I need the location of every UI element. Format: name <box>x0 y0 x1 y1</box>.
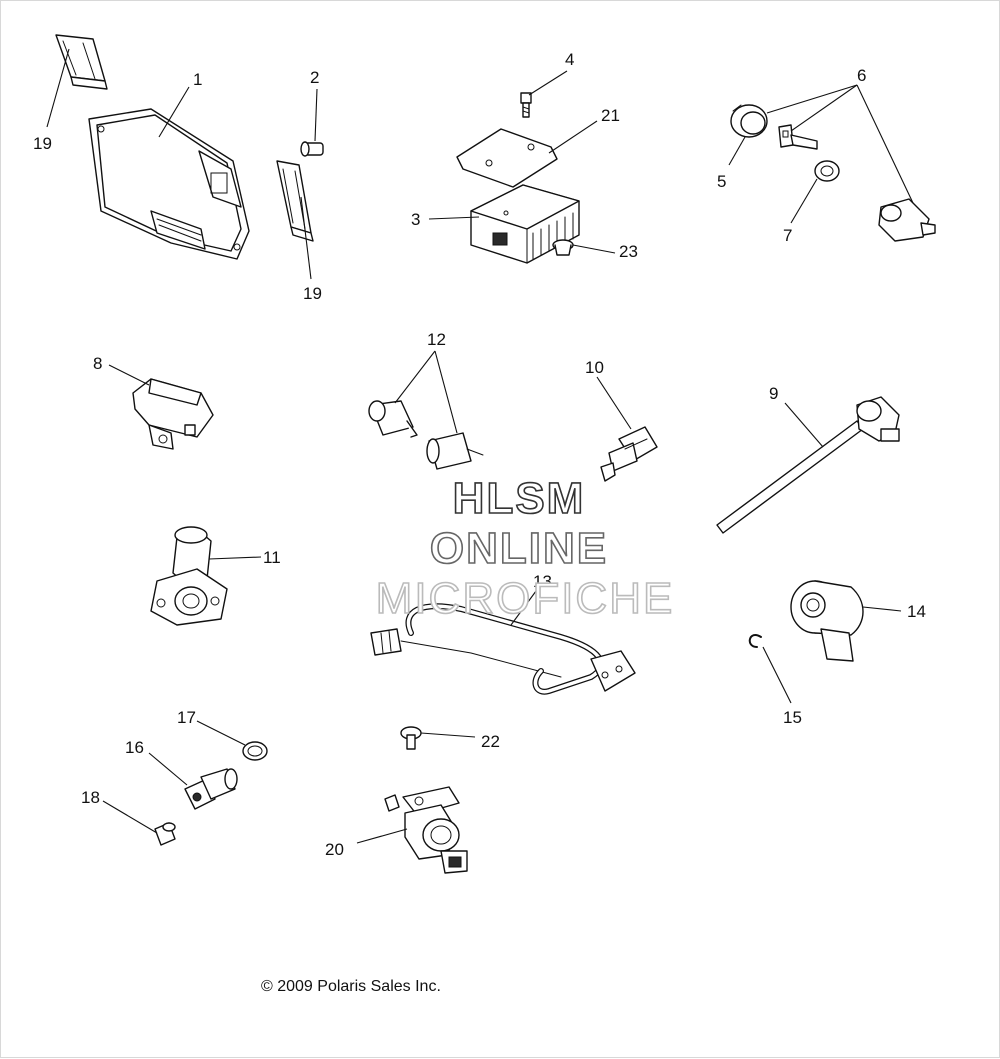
callout-4: 4 <box>565 50 574 69</box>
part-15-retaining-clip <box>748 634 762 648</box>
callout-2: 2 <box>310 68 319 87</box>
part-19-bracket-left <box>55 34 108 90</box>
part-19-bracket-right <box>276 160 314 242</box>
callout-5: 5 <box>717 172 726 191</box>
callout-18: 18 <box>81 788 100 807</box>
part-16-sensor <box>184 768 238 810</box>
part-2-pin <box>300 141 324 157</box>
part-6-sensor-body <box>878 198 936 242</box>
callout-20: 20 <box>325 840 344 859</box>
part-3-control-module <box>470 184 580 264</box>
part-6-clip <box>778 124 818 150</box>
part-22-screw <box>400 726 422 750</box>
callout-22: 22 <box>481 732 500 751</box>
part-21-cover-plate <box>456 128 558 188</box>
watermark-line-3: MICROFICHE <box>376 574 675 623</box>
copyright-notice: © 2009 Polaris Sales Inc. <box>261 978 441 995</box>
part-8-map-sensor <box>132 378 214 450</box>
callout-19-lower: 19 <box>303 284 322 303</box>
callout-1: 1 <box>193 70 202 89</box>
part-9-o2-sensor <box>716 396 900 534</box>
part-13-wire-harness <box>370 603 636 695</box>
part-10-temperature-sensor <box>600 426 658 482</box>
callout-9: 9 <box>769 384 778 403</box>
part-5-sensor-cap <box>730 104 768 138</box>
callout-labels: 1 2 19 19 4 21 3 23 6 5 7 8 12 10 9 11 1… <box>33 50 926 859</box>
part-18-bolt <box>154 822 176 846</box>
part-12-fuse-b <box>426 432 484 470</box>
callout-10: 10 <box>585 358 604 377</box>
part-23-grommet <box>552 239 574 256</box>
callout-8: 8 <box>93 354 102 373</box>
callout-15: 15 <box>783 708 802 727</box>
callout-7: 7 <box>783 226 792 245</box>
callout-3: 3 <box>411 210 420 229</box>
callout-6: 6 <box>857 66 866 85</box>
part-1-ecu-module <box>88 108 250 260</box>
callout-13: 13 <box>533 572 552 591</box>
part-4-screw <box>520 92 532 118</box>
callout-23: 23 <box>619 242 638 261</box>
part-12-fuse-a <box>368 400 418 438</box>
callout-14: 14 <box>907 602 926 621</box>
callout-19-upper: 19 <box>33 134 52 153</box>
callout-12: 12 <box>427 330 446 349</box>
watermark: HLSM ONLINE MICROFICHE <box>375 473 675 624</box>
watermark-line-2: ONLINE <box>430 524 608 573</box>
callout-11: 11 <box>263 548 281 567</box>
callout-17: 17 <box>177 708 196 727</box>
leader-lines <box>46 48 914 844</box>
part-20-valve-assembly <box>384 786 468 874</box>
part-7-washer <box>814 160 840 182</box>
callout-21: 21 <box>601 106 620 125</box>
part-14-knock-sensor <box>790 580 864 662</box>
watermark-line-1: HLSM <box>453 474 586 523</box>
callout-16: 16 <box>125 738 144 757</box>
part-11-throttle-position-sensor <box>150 526 228 626</box>
part-17-o-ring <box>242 741 268 761</box>
